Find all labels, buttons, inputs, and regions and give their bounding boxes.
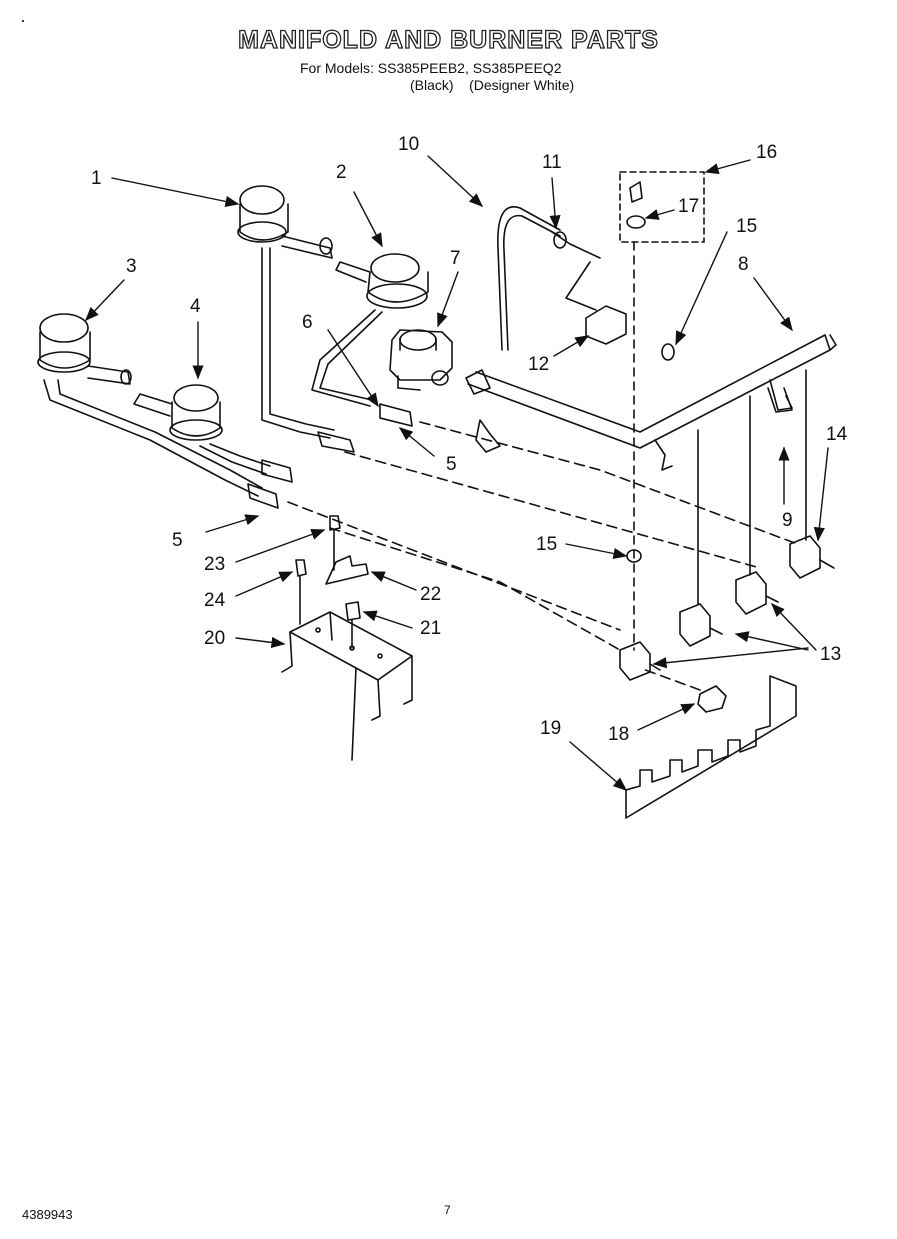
callout-8: 8 <box>738 254 749 275</box>
heat-shield <box>625 675 797 819</box>
burner-tube-1 <box>261 247 331 439</box>
burner-3 <box>37 313 132 385</box>
callout-15b: 15 <box>536 534 557 555</box>
callout-24: 24 <box>204 590 226 611</box>
burner-tube-2 <box>311 309 376 407</box>
callout-4: 4 <box>190 296 201 317</box>
callout-10: 10 <box>398 134 419 155</box>
manifold-pipe <box>467 334 831 449</box>
callout-17: 17 <box>678 196 699 217</box>
models-line: For Models: SS385PEEB2, SS385PEEQ2 <box>300 60 562 76</box>
callout-9: 9 <box>782 510 793 531</box>
callout-1: 1 <box>91 168 102 189</box>
callout-5b: 5 <box>172 530 183 551</box>
document-number: 4389943 <box>22 1207 73 1222</box>
callout-3: 3 <box>126 256 137 277</box>
page-title: MANIFOLD AND BURNER PARTS <box>237 25 659 54</box>
burner-4 <box>133 384 223 441</box>
callout-6: 6 <box>302 312 313 333</box>
callout-13: 13 <box>820 644 841 665</box>
variants-line: (Black) (Designer White) <box>410 77 575 93</box>
hardware-box <box>619 171 705 243</box>
valve-13c <box>619 641 661 681</box>
callout-5a: 5 <box>446 454 457 475</box>
callout-20: 20 <box>204 628 225 649</box>
valve-13b <box>679 603 723 647</box>
callout-21: 21 <box>420 618 441 639</box>
callout-19: 19 <box>540 718 561 739</box>
burner-tube-4 <box>209 443 271 467</box>
callout-2: 2 <box>336 162 347 183</box>
valve-14 <box>789 535 835 579</box>
callout-14: 14 <box>826 424 848 445</box>
pressure-regulator <box>389 329 453 391</box>
valve-13a <box>735 571 779 615</box>
callout-16: 16 <box>756 142 777 163</box>
burner-1 <box>237 185 333 259</box>
burner-2 <box>335 253 429 309</box>
page-number: 7 <box>444 1203 451 1217</box>
callout-18: 18 <box>608 724 629 745</box>
callout-11: 11 <box>542 152 562 173</box>
callout-12: 12 <box>528 354 549 375</box>
callout-7: 7 <box>450 248 461 269</box>
callout-labels: 1 2 3 4 5 5 6 7 8 9 10 11 12 13 14 15 15… <box>91 134 848 745</box>
callout-23: 23 <box>204 554 225 575</box>
callout-22: 22 <box>420 584 441 605</box>
callout-15a: 15 <box>736 216 757 237</box>
callout-arrows <box>85 155 829 791</box>
scan-speck <box>22 20 24 22</box>
burner-tube-3 <box>43 379 259 497</box>
